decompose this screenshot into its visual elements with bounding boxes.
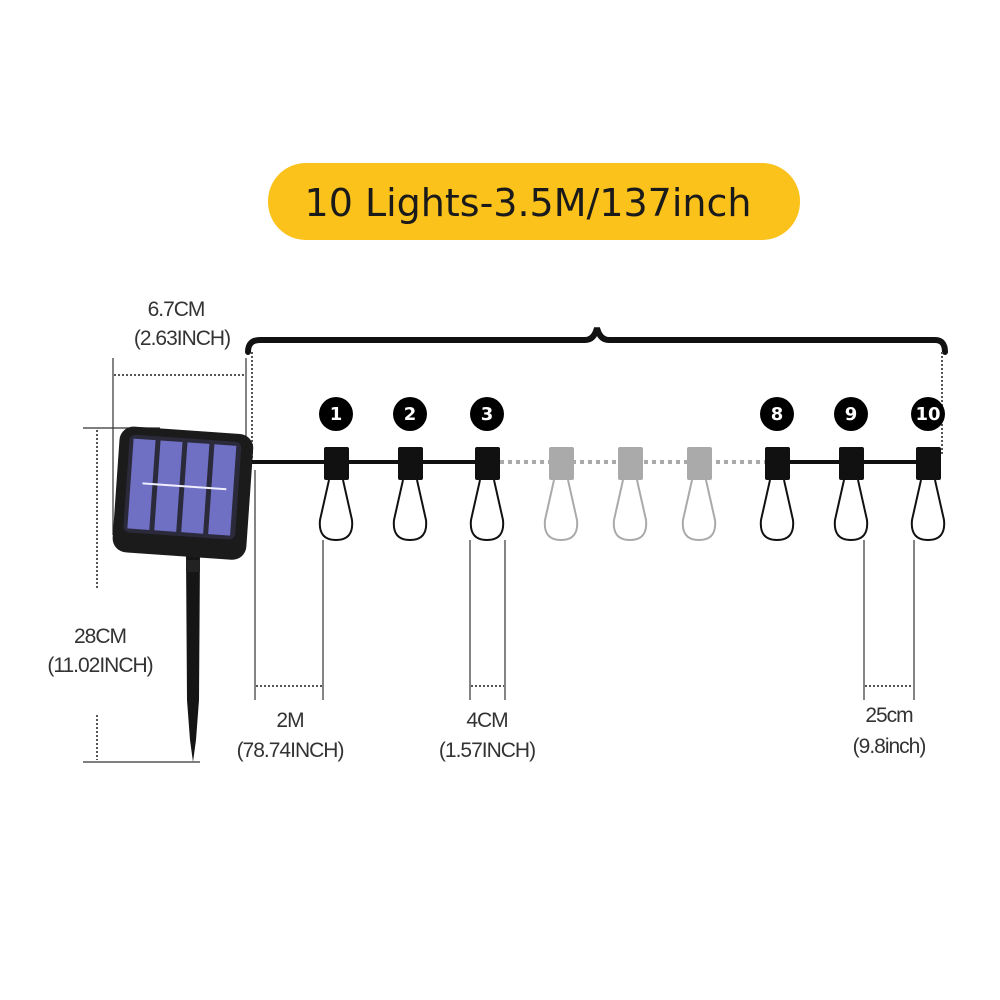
bulb: 2: [392, 397, 428, 542]
bulb-number-badge: [393, 397, 427, 431]
total-length-brace: [245, 327, 948, 355]
bulb-number-badge: [911, 397, 945, 431]
bulb-socket: [839, 447, 864, 480]
lead-wire-dimension: 2M (78.74INCH): [237, 470, 344, 762]
bulb-width-dimension: 4CM (1.57INCH): [439, 540, 536, 762]
bulb-number: 10: [915, 404, 940, 425]
bulb-spacing-metric: 25cm: [865, 704, 913, 727]
bulb-glass: [681, 479, 717, 542]
bulb-socket: [549, 447, 574, 480]
bulb-width-metric: 4CM: [466, 709, 507, 732]
bulb-number: 3: [481, 404, 494, 425]
bulb-socket: [618, 447, 643, 480]
bulb-spacing-dimension: 25cm (9.8inch): [853, 540, 926, 758]
bulb-socket: [475, 447, 500, 480]
bulb-number-badge: [319, 397, 353, 431]
bulb-glass: [469, 479, 505, 542]
bulb-number-badge: [834, 397, 868, 431]
bulb-glass: [612, 479, 648, 542]
bulb: [681, 447, 717, 542]
bulb-glass: [833, 479, 869, 542]
title-text: 10 Lights-3.5M/137inch: [305, 181, 752, 225]
panel-width-dimension: 6.7CM (2.63INCH): [112, 298, 247, 535]
bulb: 10: [910, 397, 946, 542]
panel-width-imperial: (2.63INCH): [134, 327, 230, 350]
bulb-number: 8: [771, 404, 784, 425]
bulb-number-badge: [470, 397, 504, 431]
bulb-glass: [759, 479, 795, 542]
bulb: [612, 447, 648, 542]
bulb: 1: [318, 397, 354, 542]
bulb-glass: [392, 479, 428, 542]
title-badge: 10 Lights-3.5M/137inch: [268, 163, 800, 240]
bulb-number: 2: [404, 404, 417, 425]
bulb: 3: [469, 397, 505, 542]
bulb-socket: [324, 447, 349, 480]
bulb-socket: [916, 447, 941, 480]
stake-height-dimension: 28CM (11.02INCH): [47, 427, 200, 763]
panel-width-metric: 6.7CM: [148, 298, 205, 321]
bulb-glass: [543, 479, 579, 542]
bulb-string: 1 2 3 8 9 10: [318, 397, 946, 542]
ground-stake: [186, 552, 200, 762]
bulb-number-badge: [760, 397, 794, 431]
solar-panel: [112, 426, 254, 762]
stake-height-metric: 28CM: [74, 625, 126, 648]
bulb: 8: [759, 397, 795, 542]
bulb: [543, 447, 579, 542]
bulb-glass: [318, 479, 354, 542]
bulb-socket: [398, 447, 423, 480]
lead-wire-metric: 2M: [276, 709, 303, 732]
stake-height-imperial: (11.02INCH): [47, 654, 152, 677]
bulb: 9: [833, 397, 869, 542]
lead-wire-imperial: (78.74INCH): [237, 739, 344, 762]
bulb-socket: [687, 447, 712, 480]
bulb-width-imperial: (1.57INCH): [439, 739, 535, 762]
bulb-spacing-imperial: (9.8inch): [853, 735, 926, 758]
bulb-number: 9: [845, 404, 858, 425]
bulb-socket: [765, 447, 790, 480]
title-badge-bg: [268, 163, 800, 240]
bulb-glass: [910, 479, 946, 542]
bulb-number: 1: [330, 404, 343, 425]
